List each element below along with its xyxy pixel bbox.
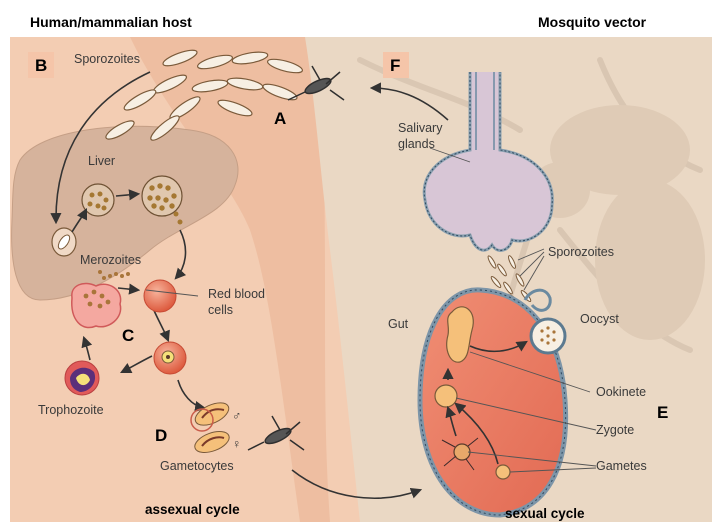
label-gametocytes: Gametocytes bbox=[160, 459, 234, 473]
label-gametes: Gametes bbox=[596, 459, 647, 473]
label-zygote: Zygote bbox=[596, 423, 634, 437]
label-trophozoite: Trophozoite bbox=[38, 403, 104, 417]
label-liver: Liver bbox=[88, 154, 115, 168]
label-red-blood-line1: Red blood bbox=[208, 287, 265, 301]
label-sporozoites-vector: Sporozoites bbox=[548, 245, 614, 259]
letter-a: A bbox=[274, 109, 286, 128]
letter-c: C bbox=[122, 326, 134, 345]
label-merozoites: Merozoites bbox=[80, 253, 141, 267]
label-sporozoites-host: Sporozoites bbox=[74, 52, 140, 66]
zygote-cell bbox=[435, 385, 457, 407]
vector-header: Mosquito vector bbox=[538, 14, 647, 30]
letter-e: E bbox=[657, 403, 668, 422]
label-salivary-line1: Salivary bbox=[398, 121, 443, 135]
label-oocyst: Oocyst bbox=[580, 312, 619, 326]
male-gamete-cell bbox=[454, 444, 470, 460]
female-gamete-cell bbox=[496, 465, 510, 479]
male-symbol: ♂ bbox=[232, 409, 241, 423]
female-symbol: ♀ bbox=[232, 437, 241, 451]
host-header: Human/mammalian host bbox=[30, 14, 192, 30]
letter-b: B bbox=[35, 56, 47, 75]
footer-sexual-cycle: sexual cycle bbox=[505, 506, 585, 521]
label-salivary-line2: glands bbox=[398, 137, 435, 151]
letter-f: F bbox=[390, 56, 400, 75]
label-ookinete: Ookinete bbox=[596, 385, 646, 399]
label-gut: Gut bbox=[388, 317, 409, 331]
label-red-blood-line2: cells bbox=[208, 303, 233, 317]
footer-asexual-cycle: assexual cycle bbox=[145, 502, 240, 517]
letter-d: D bbox=[155, 426, 167, 445]
